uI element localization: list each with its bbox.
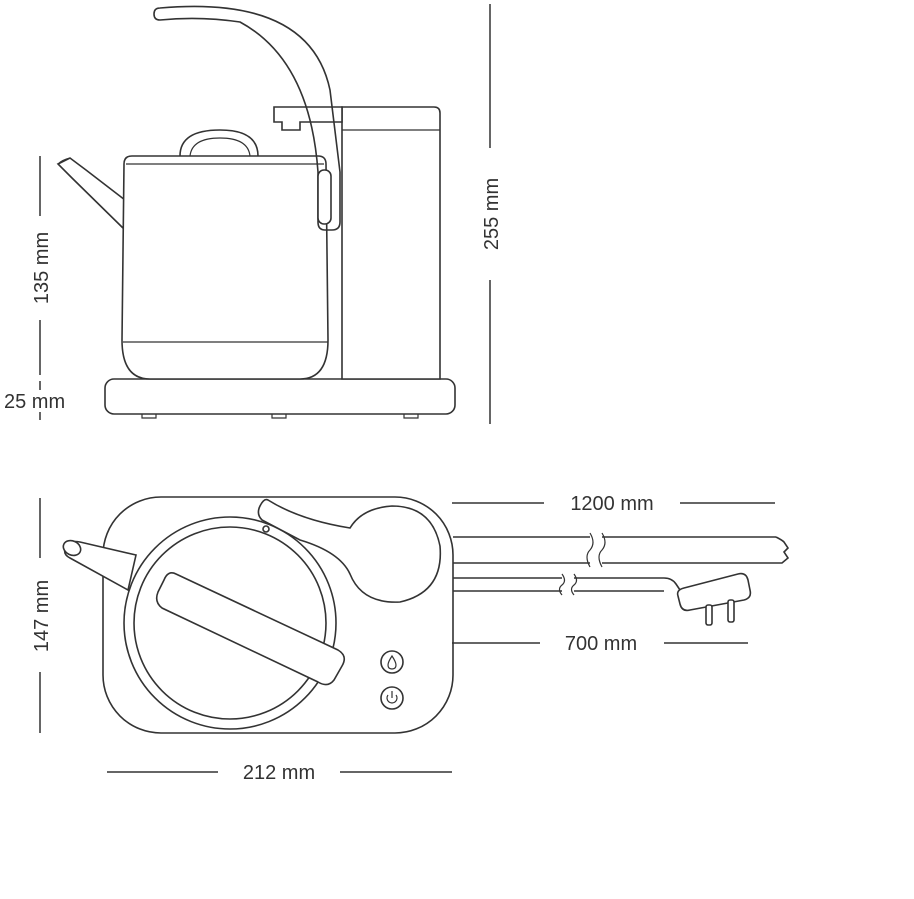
top-kettle-handle bbox=[155, 572, 346, 686]
side-faucet-handle-grip bbox=[317, 169, 332, 225]
side-tower bbox=[341, 106, 441, 380]
dim-cord-length: 700 mm bbox=[452, 633, 748, 655]
dim-base-height: 25 mm bbox=[4, 381, 65, 420]
dim-hose-length-label: 1200 mm bbox=[570, 493, 653, 515]
water-button[interactable] bbox=[380, 650, 404, 674]
top-kettle-spout-opening bbox=[62, 539, 82, 557]
power-plug bbox=[676, 572, 752, 626]
side-base-foot-mid bbox=[271, 414, 287, 419]
side-view bbox=[56, 5, 456, 419]
dim-top-width-label: 212 mm bbox=[243, 762, 315, 784]
top-kettle-inner bbox=[133, 526, 327, 720]
dim-hose-length: 1200 mm bbox=[452, 493, 775, 515]
top-kettle-lid-marker bbox=[262, 525, 270, 533]
side-faucet-arm bbox=[153, 5, 341, 231]
dim-kettle-height: 135 mm bbox=[31, 156, 53, 375]
dim-top-depth: 147 mm bbox=[31, 498, 53, 733]
dim-top-width: 212 mm bbox=[107, 762, 452, 784]
dim-top-depth-label: 147 mm bbox=[31, 580, 53, 652]
top-faucet-arm bbox=[257, 498, 442, 603]
side-lid-dome bbox=[179, 129, 259, 157]
dim-base-height-label: 25 mm bbox=[4, 391, 65, 413]
power-icon bbox=[386, 691, 398, 704]
hose bbox=[453, 532, 790, 568]
side-kettle-spout bbox=[56, 157, 126, 232]
side-faucet-nozzle bbox=[273, 106, 343, 131]
side-kettle-spout-tip bbox=[57, 157, 71, 165]
top-view bbox=[62, 496, 790, 734]
water-drop-icon bbox=[387, 654, 397, 670]
dim-cord-length-label: 700 mm bbox=[565, 633, 637, 655]
side-base-plate bbox=[104, 378, 456, 415]
side-base-foot-left bbox=[141, 414, 157, 419]
side-lid-dome-inner bbox=[189, 137, 251, 157]
dim-total-height: 255 mm bbox=[481, 4, 503, 424]
power-cord bbox=[453, 573, 685, 597]
dim-kettle-height-label: 135 mm bbox=[31, 232, 53, 304]
dim-total-height-label: 255 mm bbox=[481, 178, 503, 250]
side-base-foot-right bbox=[403, 414, 419, 419]
side-kettle-body bbox=[121, 155, 329, 380]
